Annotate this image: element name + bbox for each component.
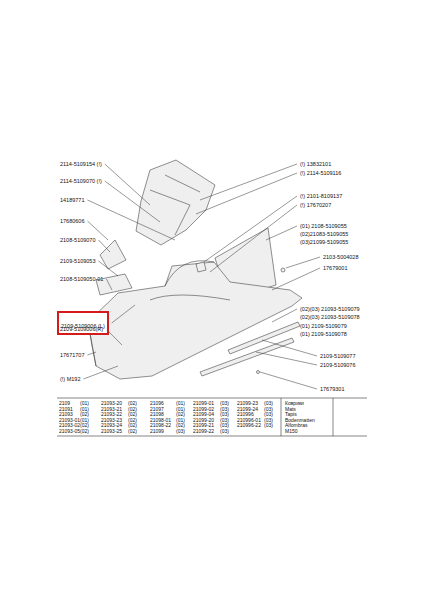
part-number: (01) 2109-5109078: [300, 331, 347, 337]
table-rule: [57, 398, 367, 399]
tunnel: [150, 261, 230, 300]
table-rule: [281, 398, 282, 436]
table-cell: 21093-25: [101, 429, 122, 435]
part-number: 17679301: [320, 386, 344, 392]
part-number: 17680606: [60, 218, 84, 224]
part-number: (!) M192: [60, 376, 80, 382]
part-number: (03)21099-5109055: [300, 239, 348, 245]
table-cell: (02): [80, 429, 89, 435]
table-cell: 210996-22: [237, 423, 261, 429]
part-number: (01) 2109-5109079: [300, 323, 347, 329]
leader-line: [200, 164, 297, 200]
console-detail: [150, 175, 200, 235]
leader-line: [105, 181, 160, 222]
part-number: 14189771: [60, 197, 84, 203]
table-cell: (02): [128, 429, 137, 435]
leader-line: [286, 257, 320, 268]
part-number: 2114-5109070 (!): [60, 178, 102, 184]
leader-line: [210, 205, 297, 272]
part-number: (02)(03) 21093-5109078: [300, 314, 360, 320]
leader-line: [83, 366, 118, 379]
table-cell: M150: [285, 429, 298, 435]
table-cell: (03): [220, 429, 229, 435]
part-number: 2109-5109053: [60, 258, 95, 264]
screw: [257, 371, 260, 374]
leader-line: [260, 372, 317, 389]
part-number: 2109-5109006(R): [60, 326, 103, 332]
leader-line: [87, 200, 175, 240]
part-number: 17671707: [60, 352, 84, 358]
table-cell: 21093-05: [59, 429, 80, 435]
leader-line: [266, 226, 297, 240]
part-number: 2108-5109070: [60, 237, 95, 243]
leader-line: [196, 173, 297, 214]
floor-mat: [88, 262, 302, 379]
leader-line: [112, 305, 135, 323]
part-number: (!) 13832101: [300, 161, 331, 167]
part-number: 2109-5109077: [320, 353, 355, 359]
table-cell: 21099: [150, 429, 164, 435]
part-number: (!) 2101-8109137: [300, 193, 342, 199]
table-rule: [333, 398, 334, 436]
small-mat-piece: [100, 240, 126, 269]
leader-line: [204, 196, 297, 262]
table-cell: 21099-22: [193, 429, 214, 435]
leader-line: [98, 240, 110, 252]
part-number: (02)21083-5109055: [300, 231, 348, 237]
part-number: 2103-5004028: [323, 254, 358, 260]
table-cell: (03): [264, 423, 273, 429]
leader-line: [272, 268, 320, 290]
table-rule: [57, 436, 367, 437]
leader-line: [87, 352, 96, 355]
part-number: (!) 2114-5109116: [300, 170, 341, 176]
leader-line: [262, 340, 317, 356]
part-number: (02)(03) 21093-5109079: [300, 306, 360, 312]
leader-line: [256, 352, 317, 365]
part-number: (!) 17670207: [300, 202, 331, 208]
screw: [281, 268, 285, 272]
leader-line: [105, 164, 150, 205]
part-number: (01) 2108-5109055: [300, 223, 347, 229]
part-number: 17679001: [323, 265, 347, 271]
leader-line: [98, 261, 118, 276]
part-number: 2114-5109154 (!): [60, 161, 102, 167]
clip: [196, 262, 206, 272]
leader-line: [106, 279, 112, 290]
leader-line: [272, 309, 297, 322]
part-number: 2108-5109050-01: [60, 276, 103, 282]
part-number: 2109-5109076: [320, 362, 355, 368]
console-cover: [136, 160, 215, 245]
table-cell: (03): [176, 429, 185, 435]
